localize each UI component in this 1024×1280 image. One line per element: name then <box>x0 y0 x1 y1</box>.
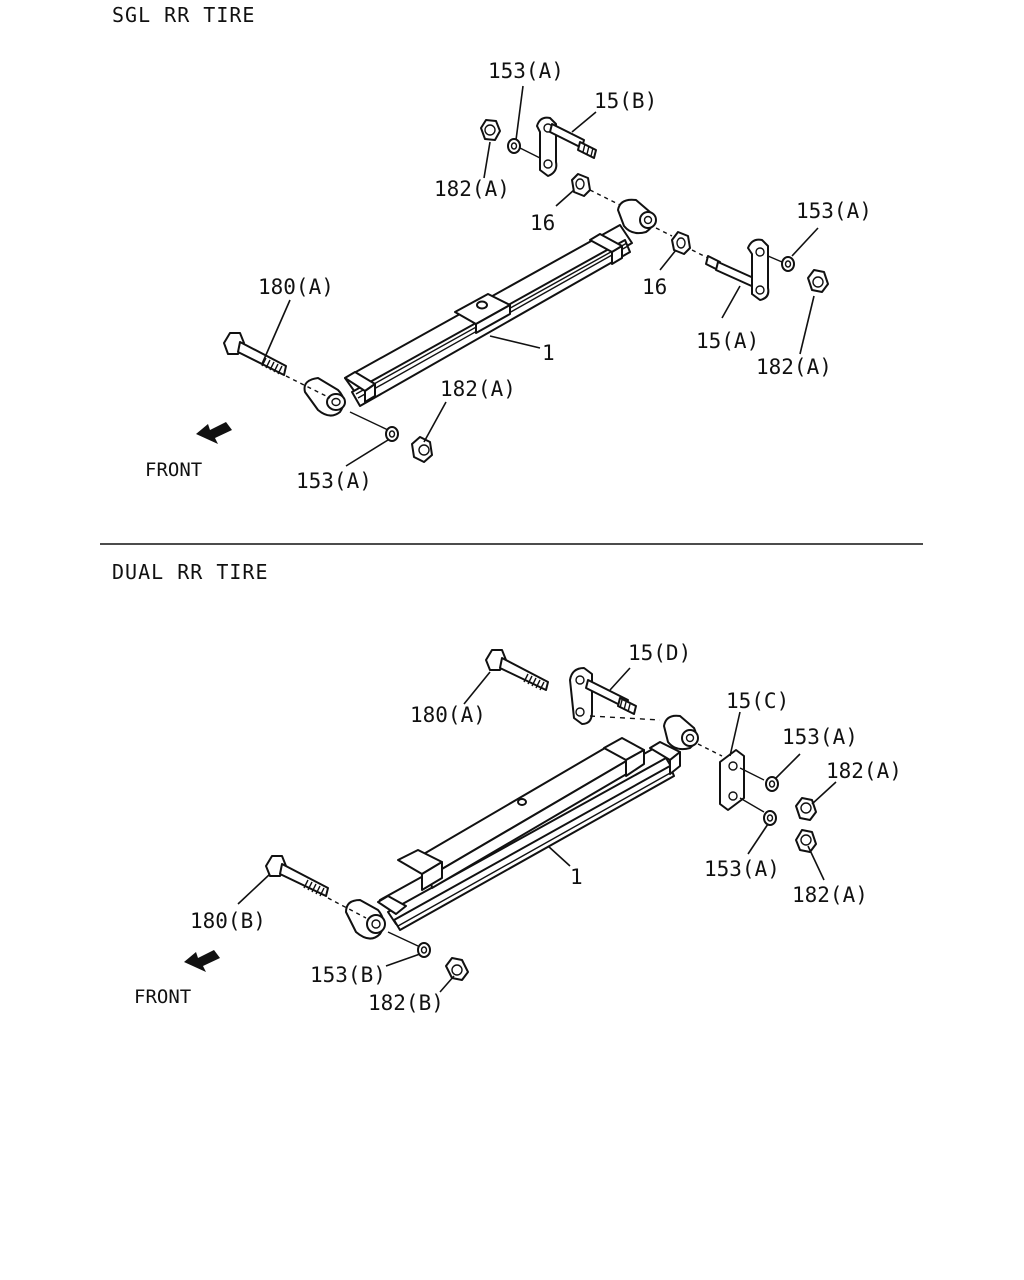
label-15c: 15(C) <box>726 689 789 713</box>
label-182a-upper-dual: 182(A) <box>826 759 902 783</box>
shackle-15a <box>691 238 829 301</box>
shackle-15c <box>697 743 817 853</box>
label-153a-bottom: 153(A) <box>296 469 372 493</box>
front-arrow-icon-sgl <box>196 422 232 444</box>
label-182a-lower-dual: 182(A) <box>792 883 868 907</box>
label-182a-right: 182(A) <box>756 355 832 379</box>
leader-lines-sgl <box>261 85 819 467</box>
washer-nut-front-dual <box>387 931 469 981</box>
label-182a-upper: 182(A) <box>434 177 510 201</box>
leaf-spring-1-sgl <box>303 198 657 417</box>
bushing-16-left <box>571 173 621 206</box>
shackle-15d <box>569 667 661 725</box>
shackle-15b <box>480 116 597 177</box>
bolt-180a-sgl <box>223 332 331 399</box>
leader-lines-dual <box>237 667 837 993</box>
label-15d: 15(D) <box>628 641 691 665</box>
label-15b: 15(B) <box>594 89 657 113</box>
front-label-sgl: FRONT <box>145 459 202 481</box>
bolt-180a-dual <box>485 649 549 691</box>
label-153a-upper-dual: 153(A) <box>782 725 858 749</box>
label-15a: 15(A) <box>696 329 759 353</box>
label-153a-top: 153(A) <box>488 59 564 83</box>
label-16-right: 16 <box>642 275 667 299</box>
label-1: 1 <box>542 341 555 365</box>
label-16-left: 16 <box>530 211 555 235</box>
section-title-dual: DUAL RR TIRE <box>112 560 269 584</box>
washer-nut-front-sgl <box>349 411 433 463</box>
label-182a-lower: 182(A) <box>440 377 516 401</box>
label-182b: 182(B) <box>368 991 444 1015</box>
label-180b: 180(B) <box>190 909 266 933</box>
bushing-16-right <box>655 227 691 255</box>
label-153a-right: 153(A) <box>796 199 872 223</box>
leaf-spring-1-dual <box>345 714 699 940</box>
label-180a: 180(A) <box>258 275 334 299</box>
front-label-dual: FRONT <box>134 986 191 1008</box>
label-153b: 153(B) <box>310 963 386 987</box>
label-1-dual: 1 <box>570 865 583 889</box>
label-180a-dual: 180(A) <box>410 703 486 727</box>
section-title-sgl: SGL RR TIRE <box>112 3 255 27</box>
label-153a-lower-dual: 153(A) <box>704 857 780 881</box>
bolt-180b <box>265 855 367 919</box>
front-arrow-icon-dual <box>184 950 220 972</box>
